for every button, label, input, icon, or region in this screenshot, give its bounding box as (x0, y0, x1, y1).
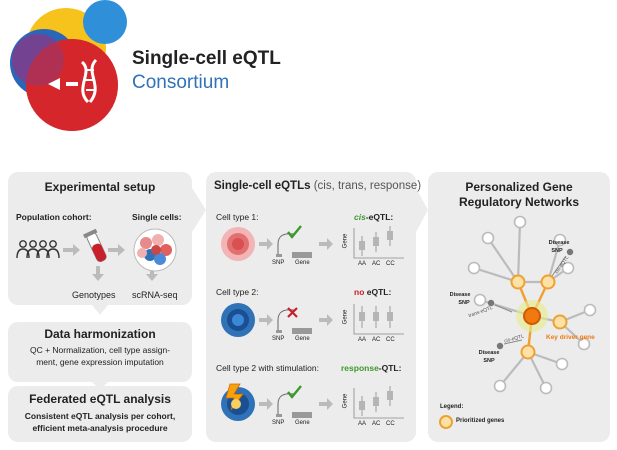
scrna-seq-label: scRNA-seq (132, 290, 178, 300)
prioritized-gene-node (540, 274, 556, 290)
genotype-cc-1: CC (386, 261, 395, 267)
check-icon (287, 225, 302, 239)
federated-analysis-panel (8, 386, 192, 442)
harmonization-line2: ment, gene expression imputation (36, 357, 164, 367)
gene-node (553, 233, 567, 247)
harmonization-heading: Data harmonization (44, 327, 156, 341)
network-heading-line2: Regulatory Networks (458, 195, 580, 209)
row1-qtl-label: cis-eQTL: (354, 212, 393, 222)
harmonization-line1: QC + Normalization, cell type assign- (29, 345, 171, 355)
gene-node (513, 215, 527, 229)
logo-arrow-icon (48, 78, 60, 90)
gene-label-1: Gene (295, 260, 310, 266)
logo-blue-small-circle (83, 0, 127, 44)
federated-heading: Federated eQTL analysis (29, 392, 171, 406)
prioritized-gene-node (520, 344, 536, 360)
key-driver-label: Key driver gene (546, 334, 595, 341)
sc-eqtl-heading: Single-cell eQTLs (cis, trans, response) (214, 180, 421, 192)
cell-type-1-icon (221, 227, 255, 261)
gene-node (467, 261, 481, 275)
disease-snp-3-line2: SNP (483, 358, 495, 364)
blood-tube-icon (83, 228, 107, 262)
consortium-logo (0, 0, 140, 140)
cell-type-2-icon (221, 303, 255, 337)
row3-qtl-suffix: -QTL: (378, 363, 402, 373)
single-cells-label: Single cells: (132, 212, 182, 222)
genotypes-label: Genotypes (72, 290, 116, 300)
genotype-aa-2: AA (358, 337, 367, 343)
cross-icon (287, 307, 298, 318)
row1-label: Cell type 1: (216, 212, 259, 222)
legend-prioritized-swatch (439, 415, 453, 429)
snp-label-3: SNP (272, 420, 285, 426)
disease-snp-1-line2: SNP (551, 248, 563, 254)
genotype-aa-3: AA (358, 421, 367, 427)
row2-label: Cell type 2: (216, 287, 259, 297)
genotype-aa-1: AA (358, 261, 367, 267)
disease-snp-1-line1: Disease (548, 240, 570, 246)
genotype-cc-2: CC (386, 337, 395, 343)
prioritized-gene-node (552, 314, 568, 330)
no-label: no (354, 287, 365, 297)
key-driver-node (523, 307, 541, 325)
federated-line1: Consistent eQTL analysis per cohort, (24, 411, 176, 421)
row2-qtl-label: no eQTL: (354, 287, 391, 297)
gene-node (473, 293, 487, 307)
response-label: response (341, 363, 379, 373)
gene-node (583, 303, 597, 317)
gene-node (555, 357, 569, 371)
disease-snp-2-line2: SNP (458, 300, 470, 306)
arrow-icon (63, 244, 158, 281)
gene-node (577, 337, 591, 351)
row1-qtl-suffix: -eQTL: (365, 212, 394, 222)
population-cohort-label: Population cohort: (16, 212, 92, 222)
disease-snp-dot (487, 299, 495, 307)
snp-label-2: SNP (272, 336, 285, 342)
stimulated-cell-icon (221, 383, 255, 421)
disease-snp-2-line1: Disease (449, 292, 471, 298)
gene-node (481, 231, 495, 245)
snp-label-1: SNP (272, 260, 285, 266)
gene-node (493, 379, 507, 393)
arrow-icon (259, 238, 333, 410)
gene-node (561, 261, 575, 275)
sc-eqtl-heading-suffix: (cis, trans, response) (310, 180, 422, 192)
row2-qtl-suffix: eQTL: (364, 287, 392, 297)
sc-eqtl-heading-main: Single-cell eQTLs (214, 180, 311, 192)
disease-snp-3-line1: Disease (478, 350, 500, 356)
genotype-ac-3: AC (372, 421, 381, 427)
data-harmonization-panel (8, 322, 192, 382)
federated-line2: efficient meta-analysis procedure (32, 423, 168, 433)
check-icon (287, 385, 302, 399)
row3-qtl-label: response-QTL: (341, 363, 401, 373)
legend-title: Legend: (440, 404, 464, 410)
logo-title-line1: Single-cell eQTL (132, 48, 281, 69)
people-icon (16, 240, 60, 259)
prioritized-gene-node (510, 274, 526, 290)
gene-label-2: Gene (295, 336, 310, 342)
network-heading-line1: Personalized Gene (465, 180, 573, 194)
genotype-ac-1: AC (372, 261, 381, 267)
experimental-heading: Experimental setup (44, 180, 156, 194)
disease-snp-dot (496, 342, 504, 350)
genotype-cc-3: CC (386, 421, 395, 427)
gene-node (539, 381, 553, 395)
logo-title-line2: Consortium (132, 72, 230, 93)
genotype-ac-2: AC (372, 337, 381, 343)
disease-snp-dot (566, 248, 574, 256)
row3-label: Cell type 2 with stimulation: (216, 363, 319, 373)
legend-item-label: Prioritized genes (456, 418, 505, 424)
gene-label-3: Gene (295, 420, 310, 426)
cis-label: cis (354, 212, 366, 222)
single-cells-icon (133, 228, 177, 272)
